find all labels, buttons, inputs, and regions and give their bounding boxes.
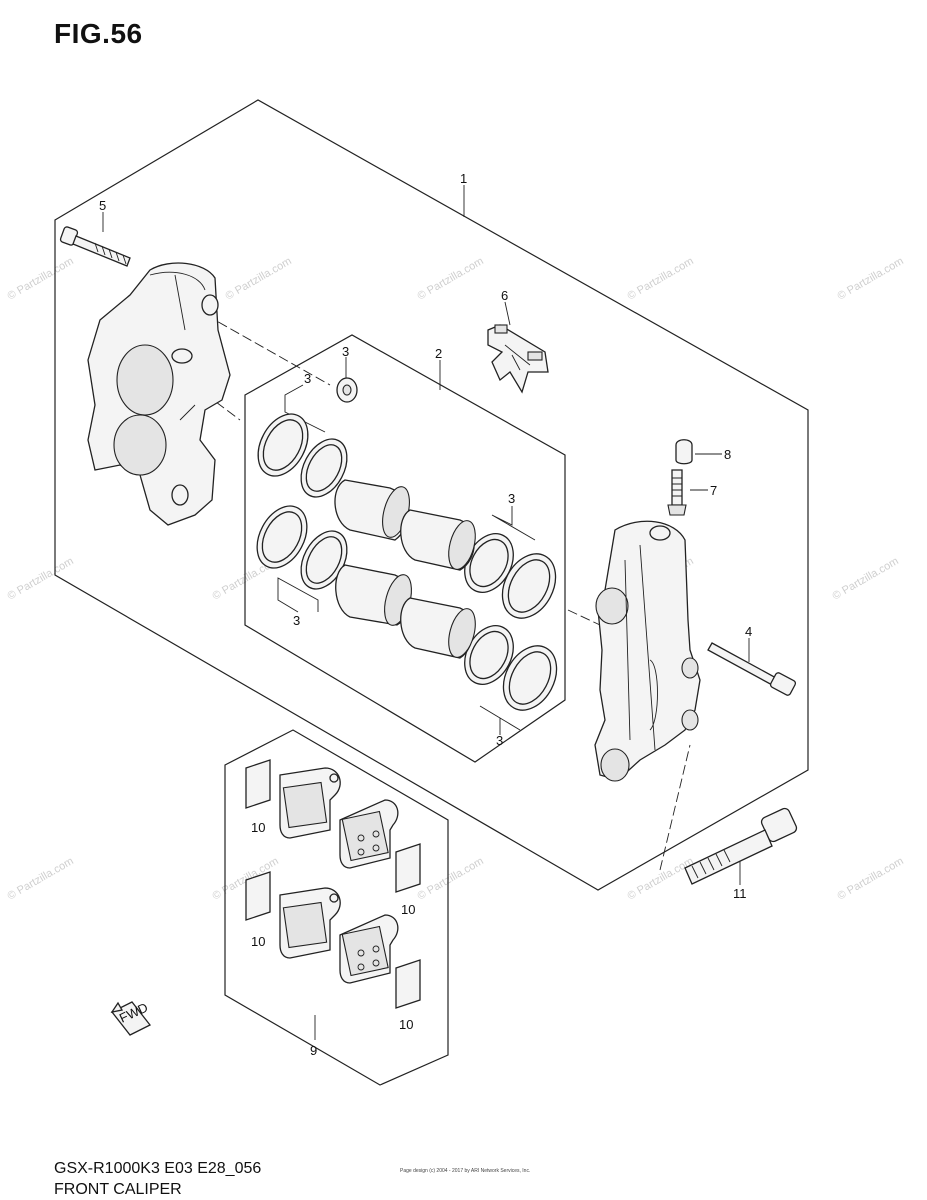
watermark: © Partzilla.com [836, 855, 906, 902]
callout: 2 [435, 346, 442, 361]
caliper-half-right [594, 520, 701, 782]
brake-pads-9 [279, 767, 399, 984]
caliper-half-left [87, 262, 231, 526]
pad-pin-4 [707, 642, 797, 696]
callout: 10 [251, 820, 265, 835]
callout: 10 [251, 934, 265, 949]
bleeder-cap-8 [675, 439, 693, 465]
footer-copyright: Page design (c) 2004 - 2017 by ARI Netwo… [400, 1168, 531, 1174]
callout: 6 [501, 288, 508, 303]
watermark: © Partzilla.com [416, 855, 486, 902]
model-code: GSX-R1000K3 E03 E28_056 [54, 1160, 262, 1177]
callout: 10 [401, 902, 415, 917]
callout-numbers: 1 2 3 3 3 3 3 4 5 6 7 8 9 10 10 10 10 11 [99, 171, 752, 1058]
callout: 1 [460, 171, 467, 186]
watermark: © Partzilla.com [6, 255, 76, 302]
pad-shims-10 [245, 759, 421, 1009]
callout: 3 [342, 344, 349, 359]
watermark: © Partzilla.com [224, 255, 294, 302]
diagram-caption: FRONT CALIPER [54, 1181, 182, 1198]
callout: 3 [496, 733, 503, 748]
watermark: © Partzilla.com [831, 555, 901, 602]
pistons [334, 479, 476, 659]
callout: 3 [293, 613, 300, 628]
callout: 3 [304, 371, 311, 386]
pad-box-9 [224, 729, 449, 1086]
piston-box-2 [244, 334, 566, 763]
watermark: © Partzilla.com [6, 855, 76, 902]
piston-seals-3 [256, 413, 558, 711]
assembly-box-1 [54, 99, 809, 891]
pad-spring-6 [487, 324, 549, 394]
watermark: © Partzilla.com [6, 555, 76, 602]
callout: 4 [745, 624, 752, 639]
callout: 3 [508, 491, 515, 506]
figure-title: FIG.56 [54, 18, 143, 49]
callout: 5 [99, 198, 106, 213]
watermark: © Partzilla.com [836, 255, 906, 302]
fwd-arrow-icon: FWD [110, 1000, 152, 1036]
callout: 11 [733, 886, 747, 901]
watermark: © Partzilla.com [626, 855, 696, 902]
callout: 10 [399, 1017, 413, 1032]
callout: 9 [310, 1043, 317, 1058]
watermark: © Partzilla.com [416, 255, 486, 302]
watermark: © Partzilla.com [626, 255, 696, 302]
bleeder-valve-7 [667, 469, 687, 516]
callout: 8 [724, 447, 731, 462]
mounting-bolt-11 [684, 807, 798, 885]
caliper-bolt-5 [59, 226, 131, 267]
callout: 7 [710, 483, 717, 498]
